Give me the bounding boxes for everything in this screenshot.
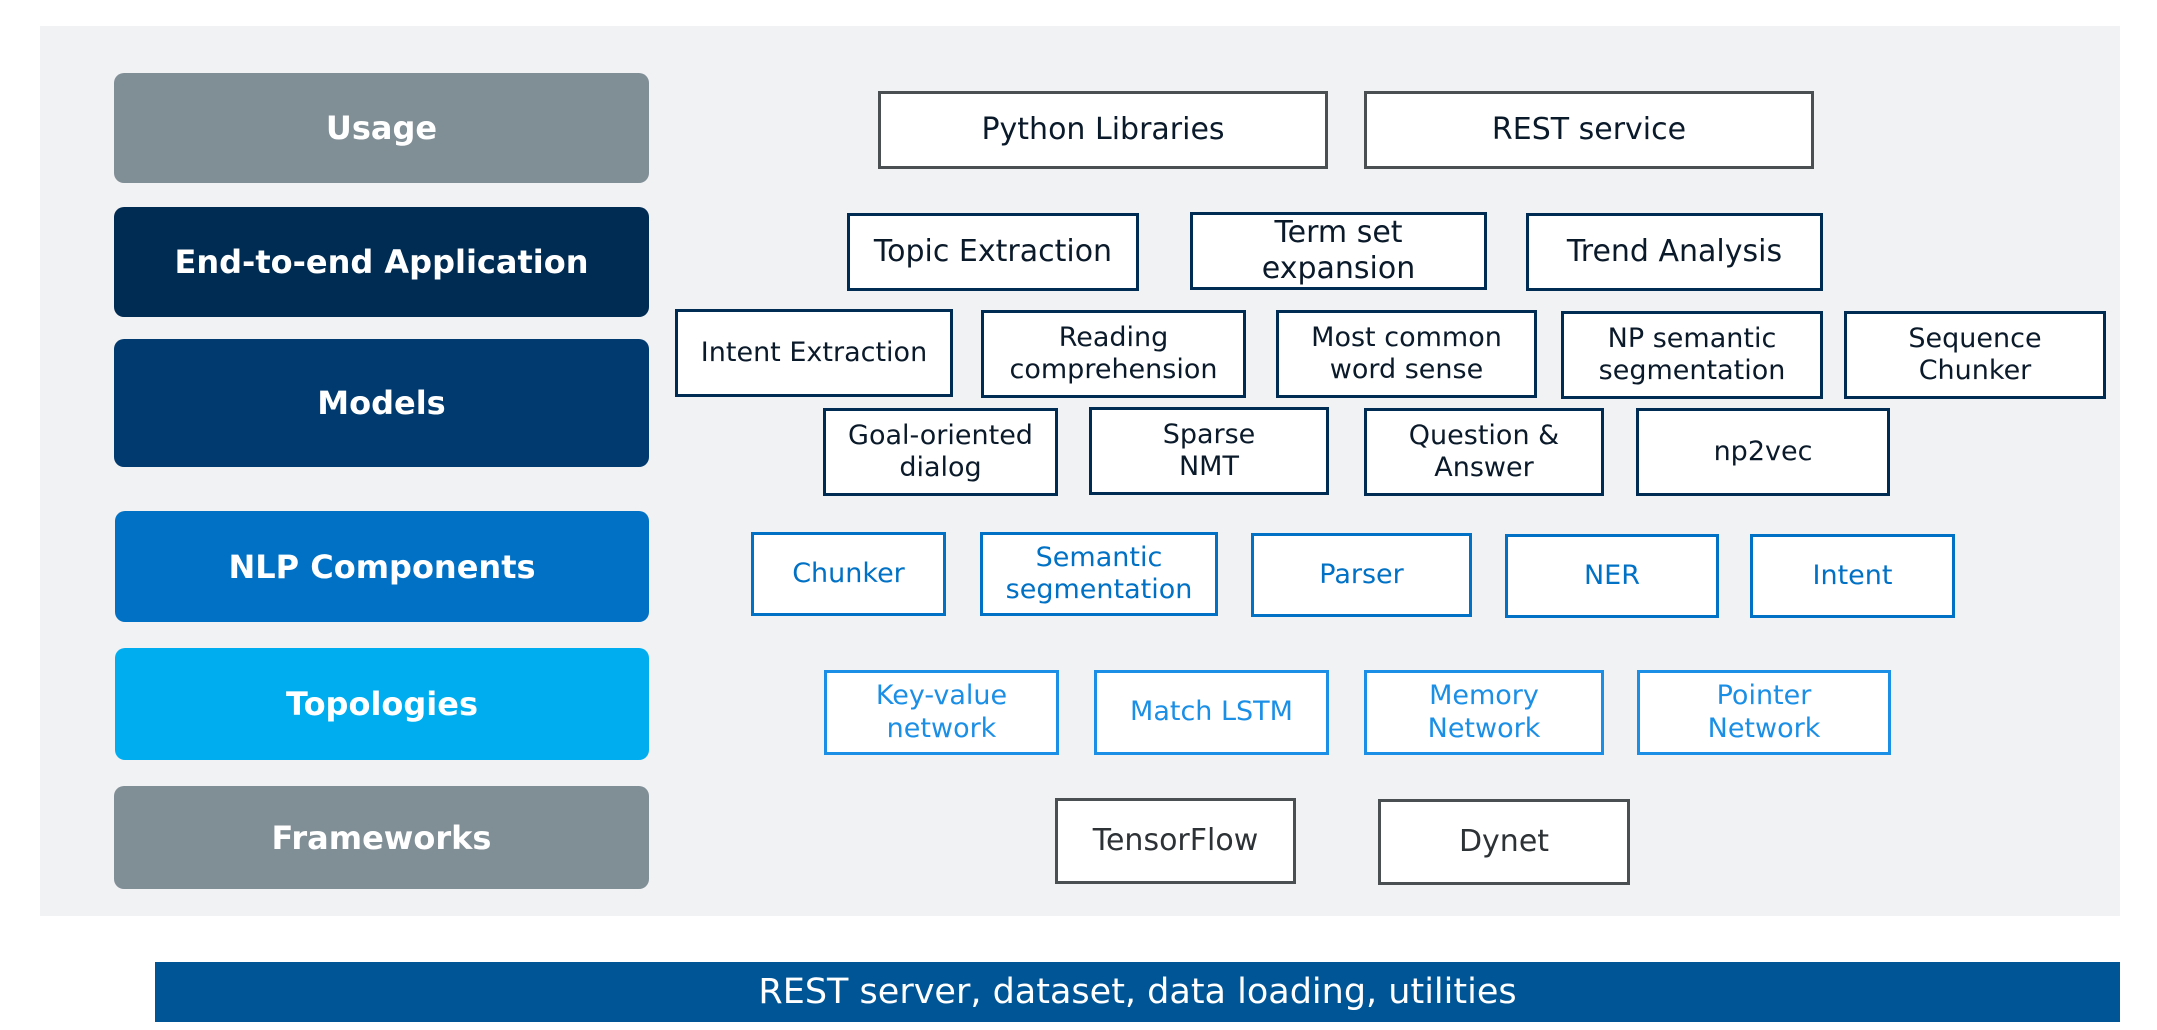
app-box-topic-extraction: Topic Extraction	[847, 213, 1139, 291]
model-box-np-semantic-segmentation: NP semantic segmentation	[1561, 311, 1823, 399]
model-box-goal-oriented-dialog: Goal-oriented dialog	[823, 408, 1058, 496]
bottom-bar: REST server, dataset, data loading, util…	[155, 962, 2120, 1022]
model-box-reading-comprehension: Reading comprehension	[981, 310, 1246, 398]
topology-box-match-lstm: Match LSTM	[1094, 670, 1329, 755]
model-box-sparse-nmt: Sparse NMT	[1089, 407, 1329, 495]
layer-topologies: Topologies	[115, 648, 649, 760]
usage-box-python-libraries: Python Libraries	[878, 91, 1328, 169]
model-box-most-common-word-sense: Most common word sense	[1276, 310, 1537, 398]
component-box-chunker: Chunker	[751, 532, 946, 616]
model-box-intent-extraction: Intent Extraction	[675, 309, 953, 397]
component-box-parser: Parser	[1251, 533, 1472, 617]
layer-frameworks: Frameworks	[114, 786, 649, 889]
model-box-question-answer: Question & Answer	[1364, 408, 1604, 496]
model-box-np2vec: np2vec	[1636, 408, 1890, 496]
framework-box-tensorflow: TensorFlow	[1055, 798, 1296, 884]
layer-usage: Usage	[114, 73, 649, 183]
component-box-ner: NER	[1505, 534, 1719, 618]
layer-end-to-end-application: End-to-end Application	[114, 207, 649, 317]
usage-box-rest-service: REST service	[1364, 91, 1814, 169]
topology-box-key-value-network: Key-value network	[824, 670, 1059, 755]
topology-box-memory-network: Memory Network	[1364, 670, 1604, 755]
component-box-semantic-segmentation: Semantic segmentation	[980, 532, 1218, 616]
app-box-term-set-expansion: Term set expansion	[1190, 212, 1487, 290]
topology-box-pointer-network: Pointer Network	[1637, 670, 1891, 755]
layer-nlp-components: NLP Components	[115, 511, 649, 622]
component-box-intent: Intent	[1750, 534, 1955, 618]
framework-box-dynet: Dynet	[1378, 799, 1630, 885]
app-box-trend-analysis: Trend Analysis	[1526, 213, 1823, 291]
layer-models: Models	[114, 339, 649, 467]
model-box-sequence-chunker: Sequence Chunker	[1844, 311, 2106, 399]
